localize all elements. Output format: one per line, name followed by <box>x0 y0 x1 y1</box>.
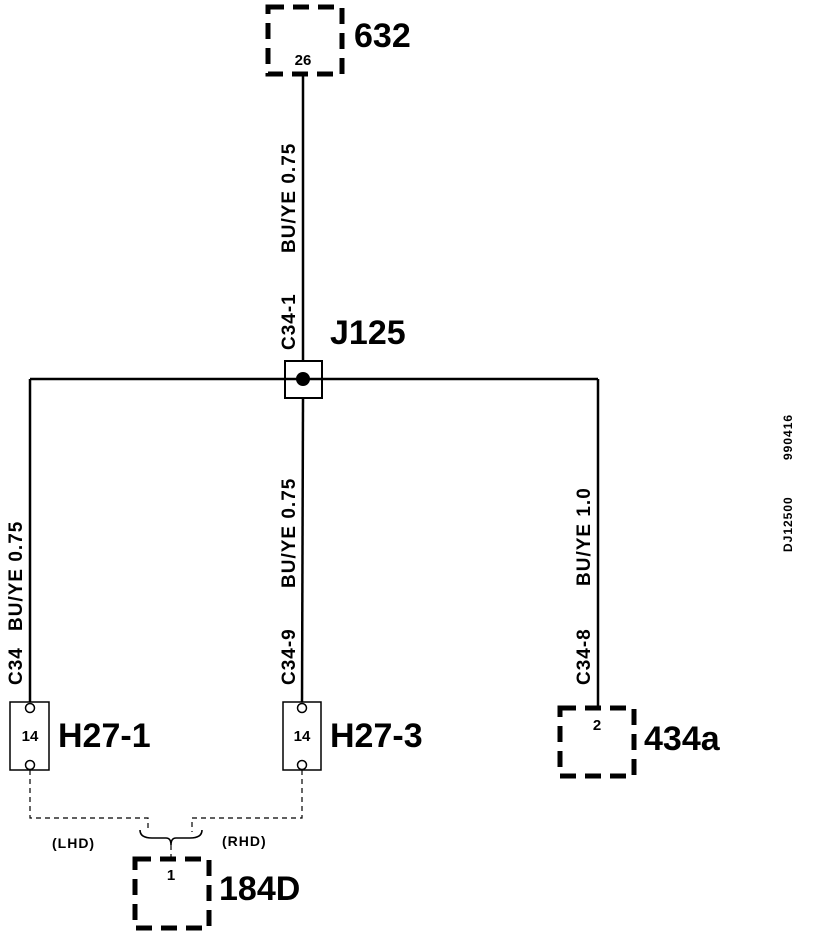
option-wire-lhd <box>29 770 149 832</box>
connector-h27-3-pin-top <box>296 702 308 714</box>
connector-h27-3-pin-bottom <box>296 759 308 771</box>
junction-dot <box>296 372 310 386</box>
component-184d-label: 184D <box>219 870 300 908</box>
component-184d-box <box>132 856 212 931</box>
component-184d: 1 184D <box>132 856 300 931</box>
component-184d-pin: 1 <box>167 867 175 884</box>
drawing-date: 990416 <box>781 414 795 460</box>
drawing-number: DJ12500 <box>781 496 795 552</box>
wire-top-color-size: BU/YE 0.75 <box>279 143 300 253</box>
connector-h27-3-box <box>282 701 322 771</box>
connector-h27-3: 14 H27-3 <box>282 701 423 771</box>
component-434a-pin: 2 <box>593 717 601 734</box>
connector-h27-1: 14 H27-1 <box>9 701 151 771</box>
wire-left-label: C34 BU/YE 0.75 <box>6 521 27 685</box>
wire-top-label: C34-1 BU/YE 0.75 <box>279 143 300 350</box>
wire-middle-label: C34-9 BU/YE 0.75 <box>279 478 300 685</box>
connector-h27-1-pin-bottom <box>24 759 36 771</box>
option-rhd-label: (RHD) <box>222 833 267 849</box>
wire-middle <box>300 397 305 705</box>
wire-top-circuit: C34-1 <box>279 293 300 350</box>
wire-left-circuit: C34 <box>6 647 27 685</box>
junction-j125: J125 <box>284 314 406 399</box>
component-434a-box <box>557 705 637 779</box>
connector-h27-3-pin-number: 14 <box>294 728 311 745</box>
connector-h27-3-label: H27-3 <box>330 717 423 755</box>
wire-right-circuit: C34-8 <box>574 628 595 685</box>
component-632-box <box>265 4 345 77</box>
connector-h27-1-label: H27-1 <box>58 717 151 755</box>
wire-middle-circuit: C34-9 <box>279 628 300 685</box>
component-632-label: 632 <box>354 17 411 55</box>
wire-middle-color-size: BU/YE 0.75 <box>279 478 300 588</box>
drawing-reference: DJ12500 990416 <box>781 414 795 552</box>
option-brace <box>139 829 203 846</box>
component-632-pin: 26 <box>295 52 312 69</box>
wire-left-color-size: BU/YE 0.75 <box>6 521 27 631</box>
component-632: 26 632 <box>265 4 411 77</box>
option-lhd-label: (LHD) <box>52 835 95 851</box>
junction-label: J125 <box>330 314 406 352</box>
connector-h27-1-pin-top <box>24 702 36 714</box>
wire-right-color-size: BU/YE 1.0 <box>574 487 595 586</box>
component-434a: 2 434a <box>557 705 721 779</box>
option-wire-rhd <box>191 770 303 832</box>
connector-h27-1-box <box>9 701 50 771</box>
wire-right-label: C34-8 BU/YE 1.0 <box>574 487 595 685</box>
connector-h27-1-pin-number: 14 <box>22 728 39 745</box>
component-434a-label: 434a <box>644 720 721 758</box>
